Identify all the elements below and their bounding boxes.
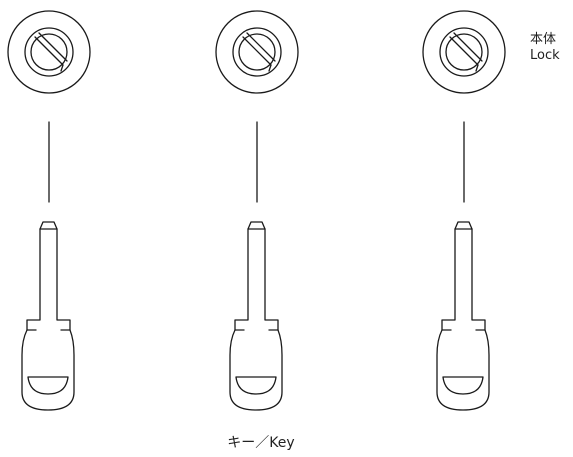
lock-key-set-1 <box>7 10 91 411</box>
lock-label: 本体 Lock <box>530 32 560 64</box>
lock-key-set-3 <box>422 10 506 411</box>
key-icon <box>21 221 75 411</box>
key-label: キー／Key <box>227 435 295 451</box>
key-icon <box>436 221 490 411</box>
lock-label-en: Lock <box>530 48 560 63</box>
key-icon <box>229 221 283 411</box>
lock-cylinder-icon <box>7 10 91 94</box>
lock-label-jp: 本体 <box>530 32 557 47</box>
lock-cylinder-icon <box>215 10 299 94</box>
lock-cylinder-icon <box>422 10 506 94</box>
lock-key-set-2 <box>215 10 299 411</box>
